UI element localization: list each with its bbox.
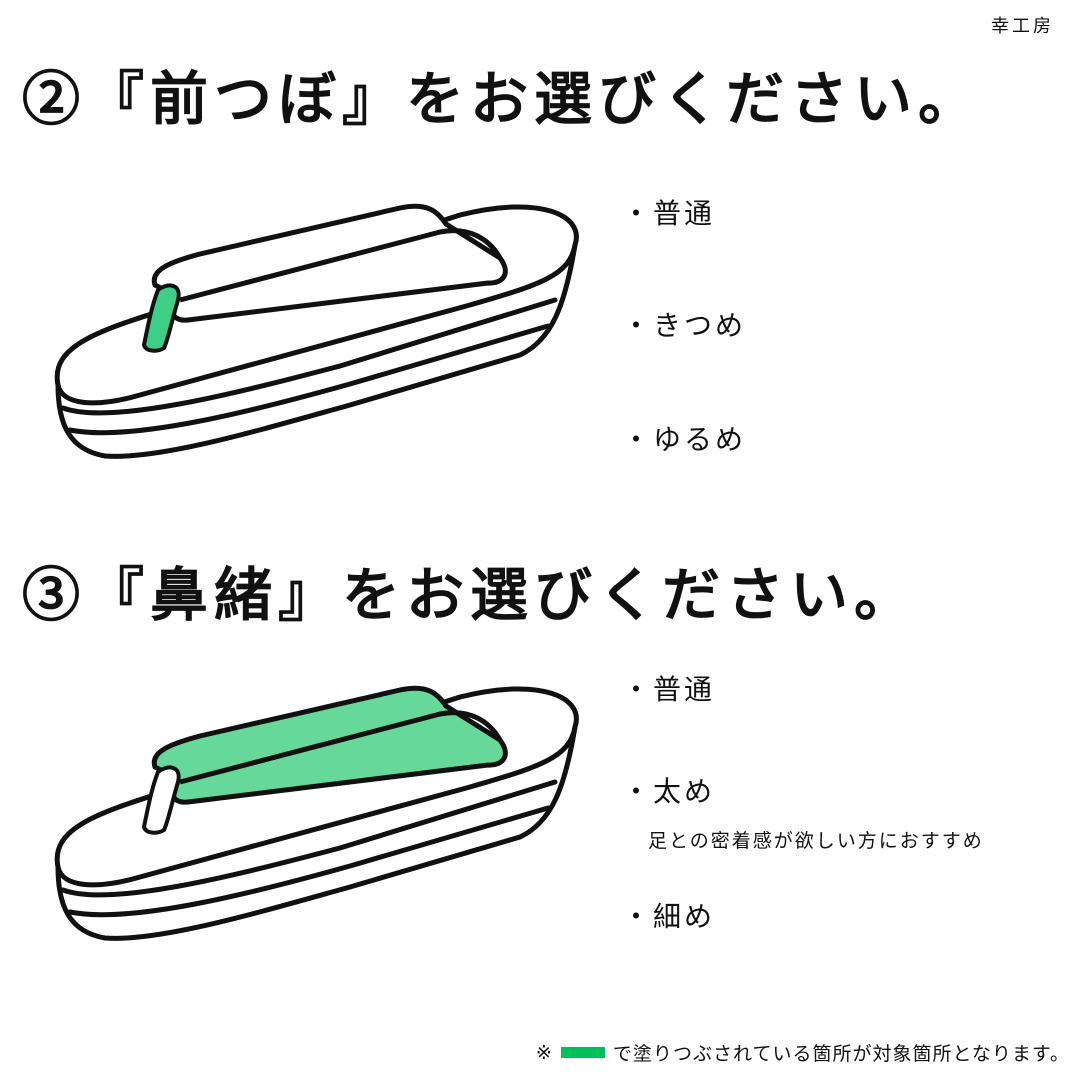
front-post-highlight <box>141 283 181 353</box>
option-tight: ・きつめ <box>622 309 747 342</box>
note-text: で塗りつぶされている箇所が対象箇所となります。 <box>612 1043 1070 1065</box>
option-thick-strap: ・太め <box>622 775 716 808</box>
section3-title: ③『鼻緒』をお選びください。 <box>22 561 919 629</box>
option-normal-strap: ・普通 <box>622 673 716 706</box>
brand-logo: 幸工房 <box>991 16 1054 37</box>
sandal-front-post <box>57 206 576 456</box>
note-mark: ※ <box>535 1041 553 1064</box>
option-loose: ・ゆるめ <box>622 423 747 456</box>
option-normal: ・普通 <box>622 197 716 230</box>
option-thin-strap: ・細め <box>622 900 716 933</box>
footer-note: ※ で塗りつぶされている箇所が対象箇所となります。 <box>536 1039 1070 1066</box>
green-swatch <box>560 1047 605 1058</box>
section2-title: ②『前つぼ』をお選びください。 <box>22 65 983 133</box>
thick-strap-note: 足との密着感が欲しい方におすすめ <box>648 830 984 852</box>
sandal-strap <box>57 688 576 938</box>
